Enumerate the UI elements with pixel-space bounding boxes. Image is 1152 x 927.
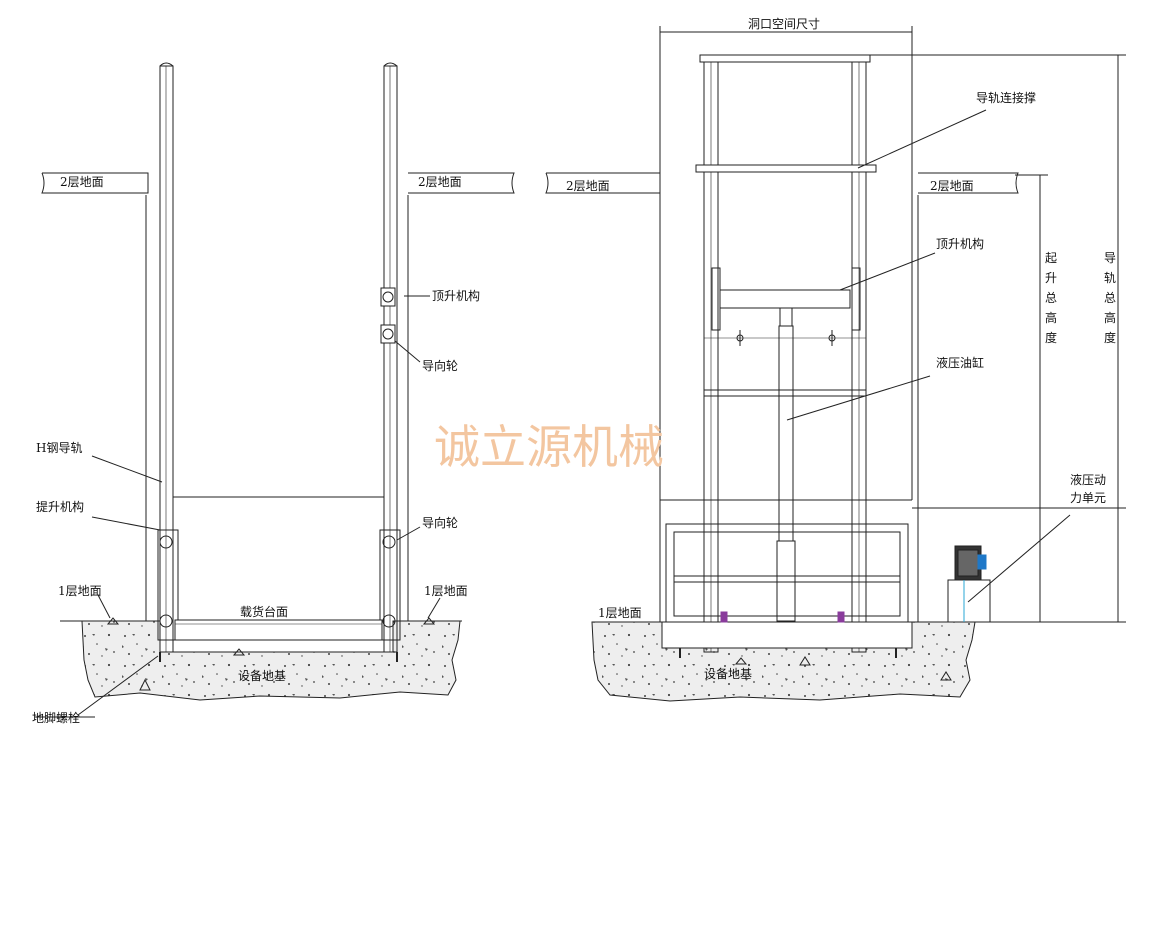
left-platform xyxy=(174,619,383,641)
left-h-steel-label: H钢导轨 xyxy=(36,441,82,455)
right-jacking-frame xyxy=(719,289,851,309)
right-floor2-left-label: 2层地面 xyxy=(566,179,610,193)
right-floor2-slab-right xyxy=(918,172,1019,194)
left-floor2-slab-right xyxy=(408,172,515,194)
left-foundation-label: 设备地基 xyxy=(238,669,286,683)
svg-text:升: 升 xyxy=(1045,271,1057,285)
right-hydraulic-unit-label-1: 液压动 xyxy=(1070,472,1106,487)
svg-text:导: 导 xyxy=(1104,251,1116,265)
right-lift-total-height-label: 起 升 总 高 度 xyxy=(1045,251,1057,345)
right-foundation-label: 设备地基 xyxy=(704,667,752,681)
left-floor2-right-label: 2层地面 xyxy=(418,175,462,189)
right-top-plate xyxy=(699,54,871,63)
left-guide-wheel-upper-label: 导向轮 xyxy=(422,358,458,373)
left-labels: 2层地面 2层地面 顶升机构 导向轮 H钢导轨 提升机构 导向轮 1层地面 1层… xyxy=(32,175,480,725)
right-platform-frame xyxy=(665,523,909,623)
left-h-steel-rail-left xyxy=(159,65,174,653)
svg-text:总: 总 xyxy=(1104,291,1116,305)
right-cylinder-label: 液压油缸 xyxy=(936,355,984,370)
right-view xyxy=(545,26,1126,702)
left-floor1-left-label: 1层地面 xyxy=(58,584,102,598)
right-platform-base xyxy=(661,621,913,649)
left-anchor-bolt-label: 地脚螺栓 xyxy=(32,710,80,725)
left-carriage-left xyxy=(157,529,179,641)
left-wheel-2 xyxy=(159,614,173,628)
left-view xyxy=(35,62,515,718)
left-guide-wheel-upper xyxy=(380,324,396,344)
left-platform-label: 载货台面 xyxy=(240,604,288,619)
right-jacking-label: 顶升机构 xyxy=(936,236,984,251)
right-labels: 洞口空间尺寸 导轨连接撑 2层地面 2层地面 顶升机构 液压油缸 液压动 力单元… xyxy=(566,17,1116,681)
right-hydraulic-unit-label-2: 力单元 xyxy=(1070,491,1106,505)
right-rail-brace-label: 导轨连接撑 xyxy=(976,90,1036,105)
left-wheel-1 xyxy=(159,535,173,549)
left-floor2-slab-left xyxy=(41,172,149,194)
left-floor2-left-label: 2层地面 xyxy=(60,175,104,189)
right-rail-total-height-label: 导 轨 总 高 度 xyxy=(1104,251,1116,345)
right-rail-brace xyxy=(695,164,877,173)
svg-text:高: 高 xyxy=(1104,310,1116,325)
svg-text:总: 总 xyxy=(1045,291,1057,305)
left-wheel-3 xyxy=(382,535,396,549)
svg-text:度: 度 xyxy=(1045,330,1057,345)
right-cylinder-body xyxy=(778,325,794,542)
watermark-text: 诚立源机械 xyxy=(434,420,664,474)
right-opening-size-label: 洞口空间尺寸 xyxy=(748,17,820,31)
left-floor1-right-label: 1层地面 xyxy=(424,584,468,598)
right-cylinder-rod xyxy=(776,540,796,622)
left-guide-wheel-lower-label: 导向轮 xyxy=(422,515,458,530)
right-floor2-slab-left xyxy=(545,172,661,194)
left-carriage-right xyxy=(379,529,401,641)
svg-text:起: 起 xyxy=(1045,251,1057,265)
svg-text:高: 高 xyxy=(1045,310,1057,325)
right-floor2-right-label: 2层地面 xyxy=(930,179,974,193)
svg-text:度: 度 xyxy=(1104,330,1116,345)
left-lifting-label: 提升机构 xyxy=(36,499,84,514)
left-jacking-block xyxy=(380,287,396,307)
left-h-steel-rail-right xyxy=(383,65,398,653)
left-wheel-4 xyxy=(382,614,396,628)
right-floor1-label: 1层地面 xyxy=(598,606,642,620)
left-jacking-label: 顶升机构 xyxy=(432,288,480,303)
right-cylinder-head xyxy=(779,307,793,327)
svg-text:轨: 轨 xyxy=(1104,271,1116,285)
